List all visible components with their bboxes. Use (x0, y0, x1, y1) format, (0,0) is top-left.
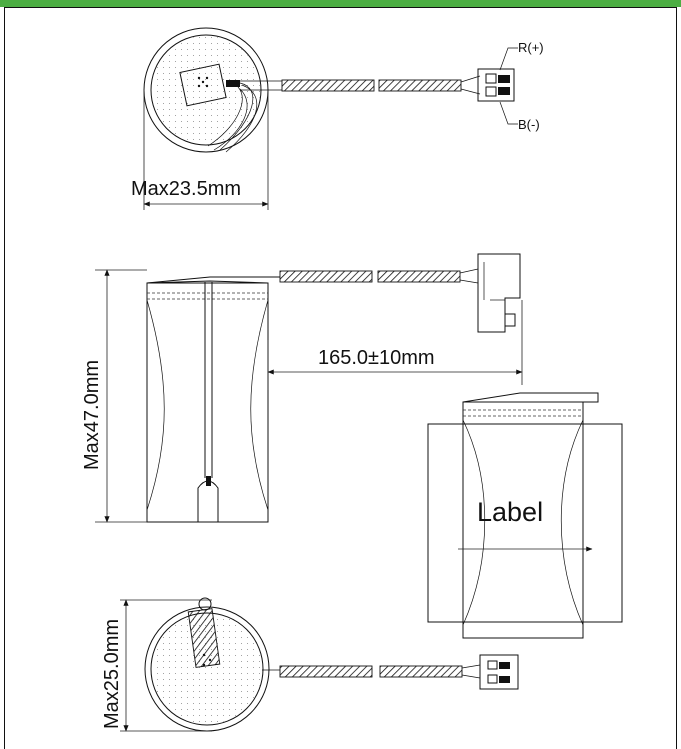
page-border (4, 7, 677, 749)
label-text: Label (477, 497, 543, 527)
lead-length-dimension: 165.0±10mm (318, 347, 435, 369)
side-view: Max47.0mm 165.0±10mm (81, 253, 523, 523)
height-dimension: Max47.0mm (81, 360, 103, 470)
label-view: Label (427, 392, 623, 639)
header-bar (0, 0, 681, 7)
bottom-view: Max25.0mm (101, 597, 519, 732)
wire-red-label: R(+) (518, 40, 544, 55)
bottom-diameter-dimension: Max25.0mm (101, 619, 123, 729)
top-diameter-dimension: Max23.5mm (131, 178, 241, 200)
top-view: R(+) B(-) Max23.5mm (131, 27, 544, 210)
wire-black-label: B(-) (518, 117, 540, 132)
